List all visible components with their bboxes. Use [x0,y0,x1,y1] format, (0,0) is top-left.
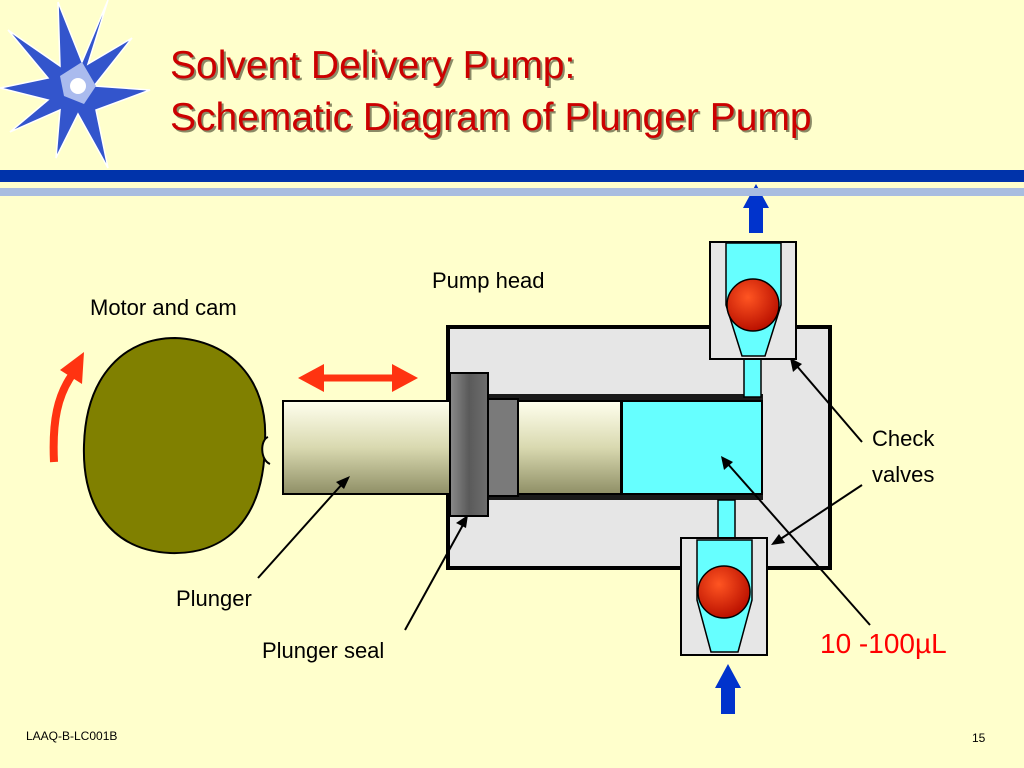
plunger-leader [257,476,350,579]
check-valve-upper-leader [790,358,863,443]
check-valve-lower-leader [771,484,863,545]
check-ball-inlet [697,565,751,619]
outlet-flow-arrow [743,184,769,233]
starburst-logo [0,0,151,169]
pump-head-label: Pump head [432,268,545,293]
plunger-seal-leader [404,515,468,631]
inlet-flow-arrow [715,664,741,714]
plunger-label: Plunger [176,586,252,611]
reciprocating-arrow [298,364,418,392]
check-ball-outlet [726,278,780,332]
inlet-passage [717,499,736,539]
slide-title-line2: Schematic Diagram of Plunger Pump [170,96,812,139]
check-valves-label-line2: valves [872,462,935,487]
motor-cam [82,336,271,555]
footer-code: LAAQ-B-LC001B [26,729,118,743]
check-valve-outlet [709,241,797,360]
slide-title-line1: Solvent Delivery Pump: [170,44,576,87]
volume-label: 10 -100µL [820,628,947,659]
check-valve-inlet [680,537,768,656]
solvent-chamber [621,400,763,495]
check-valves-label-line1: Check [872,426,935,451]
volume-leader [721,456,871,626]
plunger-seal-label: Plunger seal [262,638,385,663]
title-rule-light [0,188,1024,196]
plunger-seal [449,372,519,517]
title-rule-dark [0,170,1024,182]
rotation-arrow [49,352,84,463]
motor-and-cam-label: Motor and cam [90,295,237,320]
slide-number: 15 [972,731,986,745]
outlet-passage [743,355,762,398]
